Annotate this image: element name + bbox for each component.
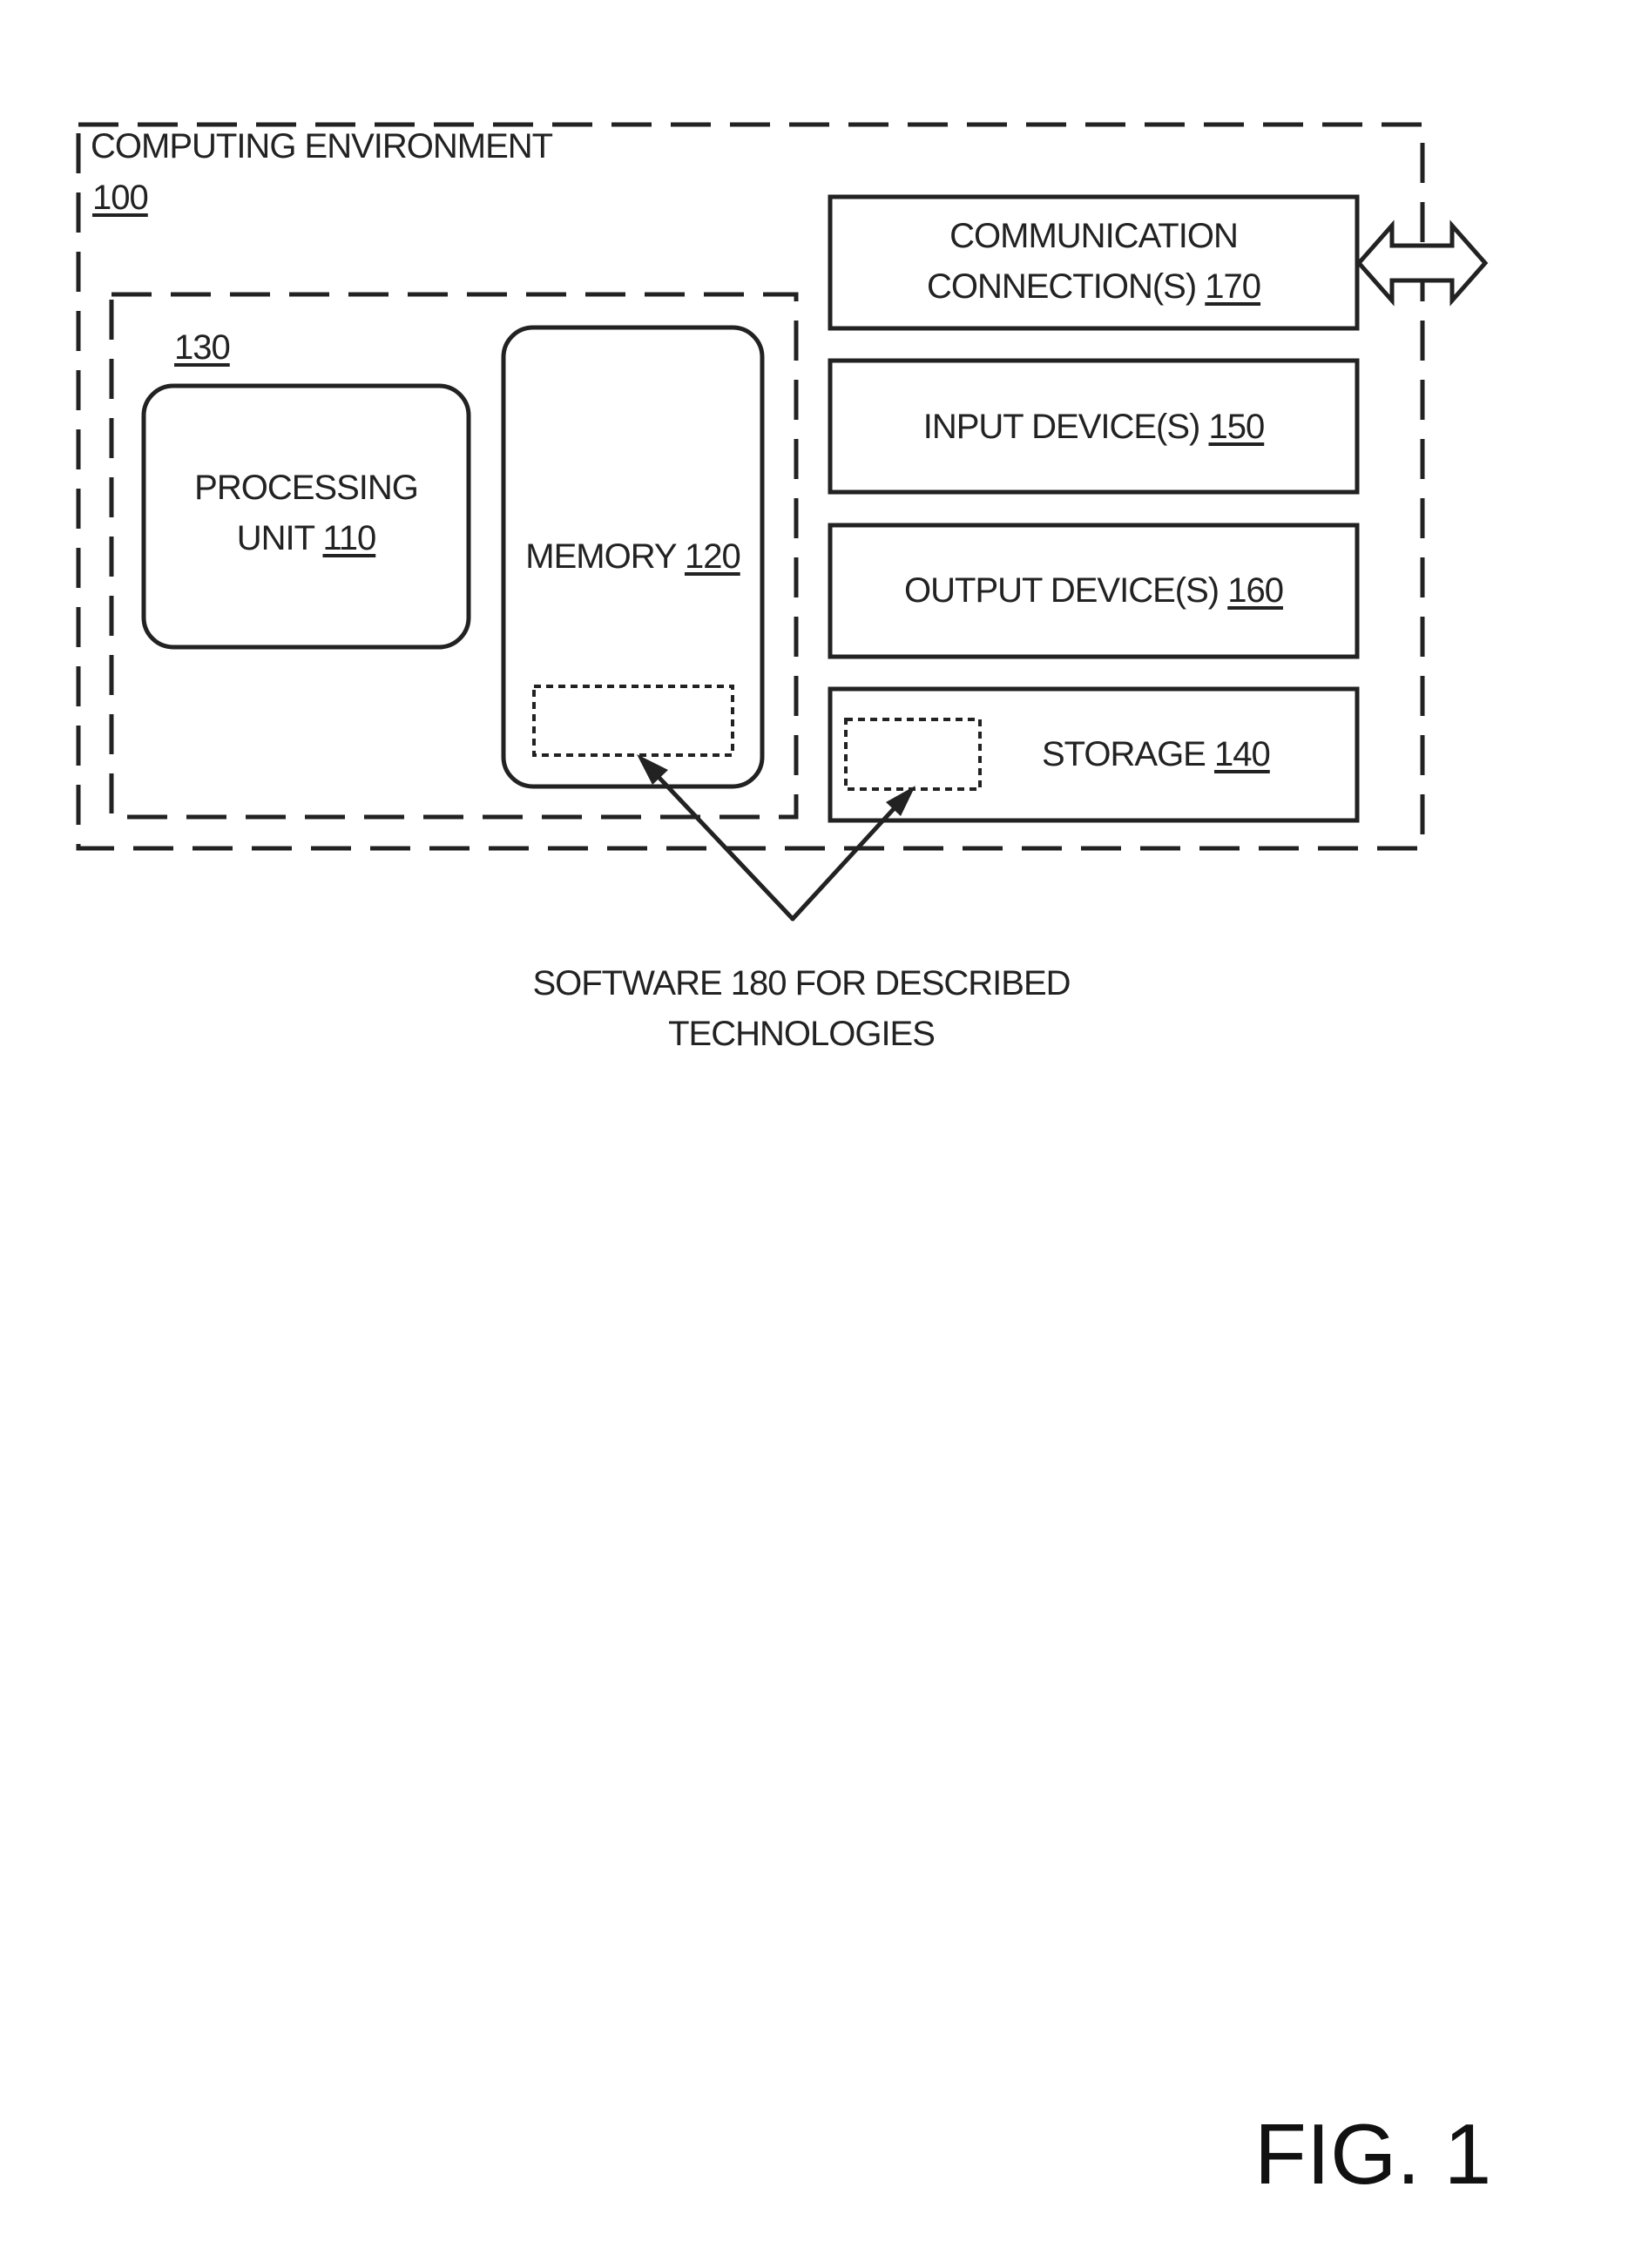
software-caption-line2: TECHNOLOGIES — [444, 1009, 1159, 1059]
communication-connection-label: COMMUNICATION CONNECTION(S) 170 — [830, 211, 1357, 312]
output-device-label: OUTPUT DEVICE(S) 160 — [830, 565, 1357, 616]
computing-environment-ref: 100 — [92, 172, 148, 223]
communication-line2: CONNECTION(S) 170 — [830, 261, 1357, 312]
processing-unit-line2: UNIT 110 — [144, 513, 469, 564]
processing-unit-label: PROCESSING UNIT 110 — [144, 462, 469, 564]
computing-environment-title: COMPUTING ENVIRONMENT — [91, 121, 552, 172]
communication-ref: 170 — [1205, 267, 1260, 306]
communication-line1: COMMUNICATION — [830, 211, 1357, 261]
processing-unit-ref: 110 — [322, 519, 375, 557]
memory-software-placeholder — [534, 686, 733, 755]
storage-software-placeholder — [846, 719, 980, 789]
figure-label: FIG. 1 — [1254, 2106, 1491, 2202]
memory-label: MEMORY 120 — [503, 531, 762, 582]
storage-ref: 140 — [1214, 735, 1270, 773]
memory-ref: 120 — [685, 537, 740, 576]
output-device-ref: 160 — [1227, 571, 1283, 610]
software-pointer-arrows — [642, 759, 910, 919]
processing-unit-line1: PROCESSING — [144, 462, 469, 513]
storage-label: STORAGE 140 — [1042, 729, 1270, 780]
input-device-label: INPUT DEVICE(S) 150 — [830, 402, 1357, 452]
software-caption: SOFTWARE 180 FOR DESCRIBED TECHNOLOGIES — [444, 958, 1159, 1059]
core-group-ref: 130 — [174, 322, 230, 373]
software-caption-line1: SOFTWARE 180 FOR DESCRIBED — [444, 958, 1159, 1009]
input-device-ref: 150 — [1209, 408, 1265, 446]
